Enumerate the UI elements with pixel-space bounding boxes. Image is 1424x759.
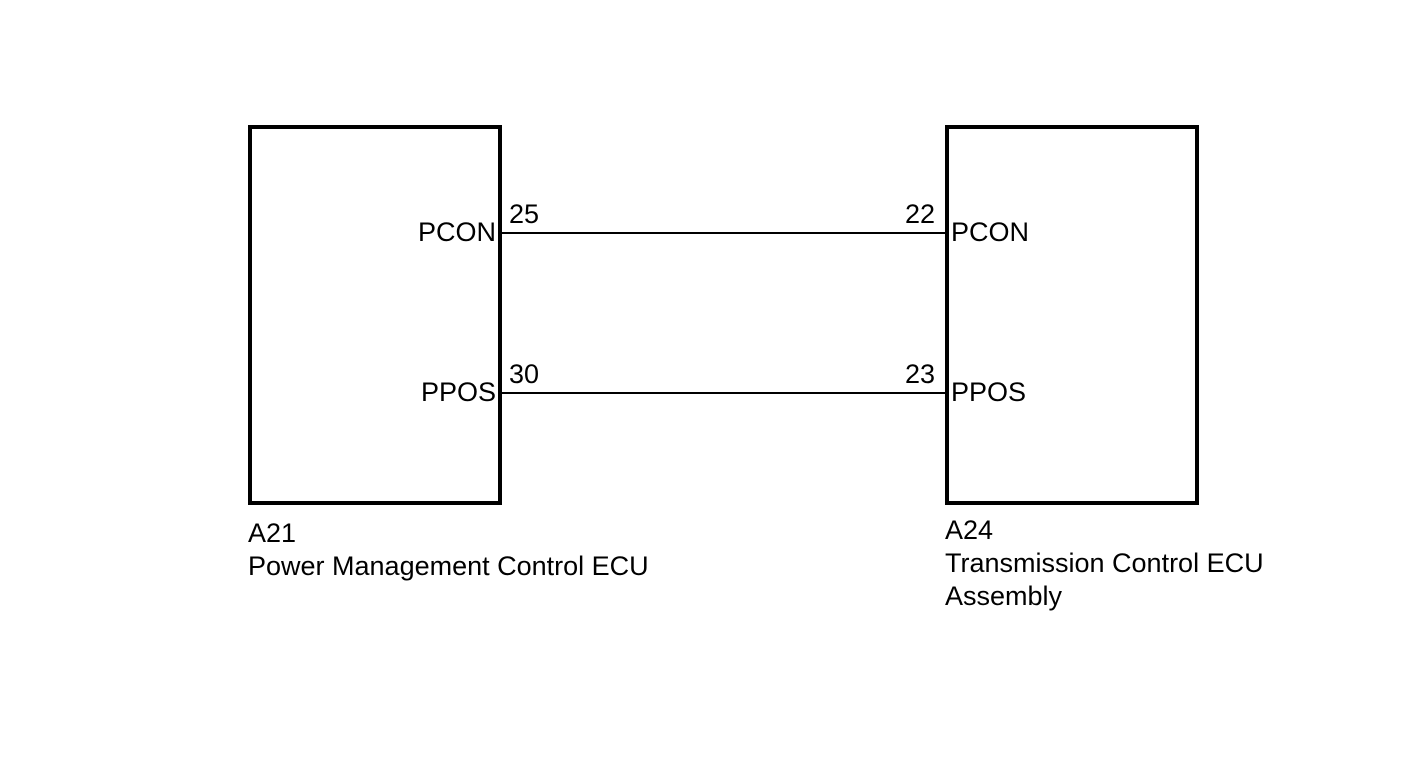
right-ecu-name: Transmission Control ECU Assembly [945,548,1264,611]
right-pin-pcon-label: PCON [951,217,1030,247]
wire-pcon [502,232,945,234]
right-ecu-box [945,125,1199,505]
right-ecu-caption: A24 Transmission Control ECU Assembly [945,514,1264,613]
right-terminal-number-ppos: 23 [904,359,935,389]
left-ecu-code: A21 [248,518,297,548]
left-ecu-name: Power Management Control ECU [248,551,649,581]
left-pin-ppos-label: PPOS [420,377,496,407]
left-terminal-number-ppos: 30 [509,359,540,389]
wire-ppos [502,392,945,394]
left-ecu-caption: A21 Power Management Control ECU [248,517,649,583]
right-terminal-number-pcon: 22 [904,199,935,229]
left-ecu-box [248,125,502,505]
left-terminal-number-pcon: 25 [509,199,540,229]
left-pin-pcon-label: PCON [417,217,496,247]
right-ecu-code: A24 [945,515,994,545]
right-pin-ppos-label: PPOS [951,377,1027,407]
